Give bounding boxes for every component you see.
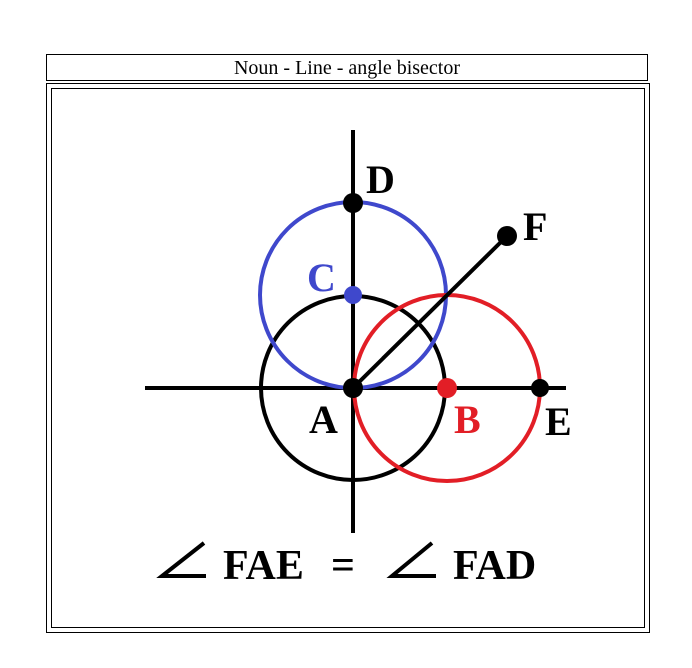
page-title: Noun - Line - angle bisector <box>46 54 648 81</box>
bisector-ray-af <box>351 234 509 390</box>
equation-right: FAD <box>453 543 536 589</box>
point-c <box>344 286 362 304</box>
angle-symbol-icon <box>386 541 436 578</box>
point-b <box>437 378 457 398</box>
label-d: D <box>366 157 395 202</box>
point-d <box>343 193 363 213</box>
label-e: E <box>545 399 572 444</box>
label-f: F <box>523 204 547 249</box>
angle-symbol-icon <box>156 541 206 578</box>
equation-left: FAE <box>223 543 304 589</box>
point-e <box>531 379 549 397</box>
diagram-frame-outer <box>46 83 650 633</box>
equation-equals: = <box>331 543 355 589</box>
point-f <box>497 226 517 246</box>
diagram-frame-inner <box>51 88 645 628</box>
point-a <box>343 378 363 398</box>
label-c: C <box>307 255 336 300</box>
label-a: A <box>309 397 338 442</box>
label-b: B <box>454 397 481 442</box>
